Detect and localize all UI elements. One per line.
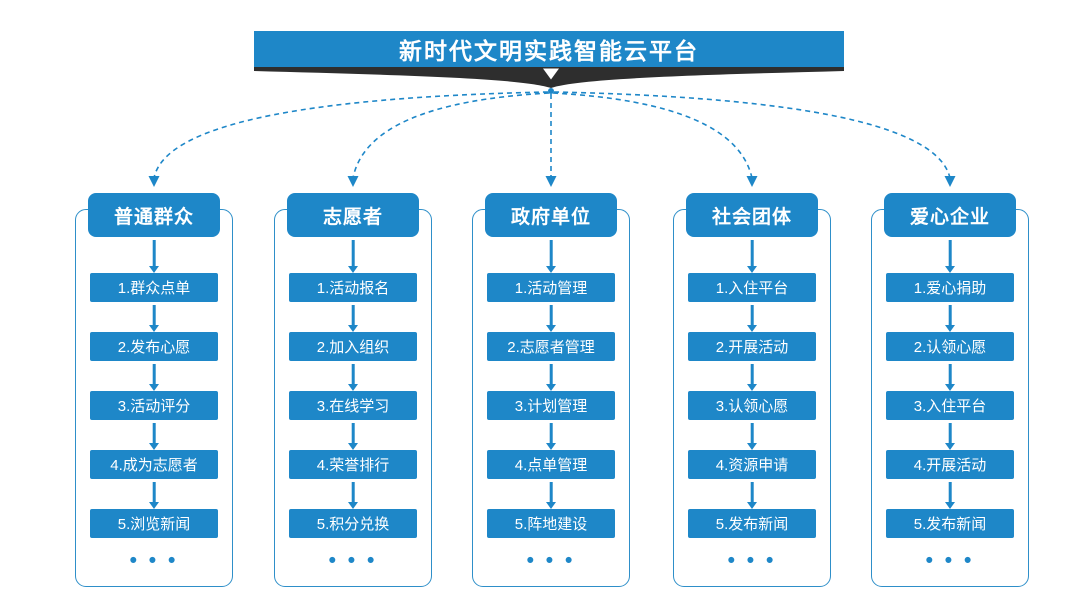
down-arrow-icon (545, 361, 557, 391)
down-arrow-icon (545, 237, 557, 273)
down-arrow-icon (746, 420, 758, 450)
flow-step: 2.志愿者管理 (487, 332, 615, 361)
down-arrow-icon (944, 479, 956, 509)
down-arrow-icon (148, 361, 160, 391)
down-arrow-icon (347, 237, 359, 273)
dashed-connector-2 (352, 92, 550, 179)
down-arrow-icon (347, 361, 359, 391)
column-volunteers: 志愿者 1.活动报名 2.加入组织 3.在线学习 4.荣誉排行 5.积分兑换 •… (274, 193, 432, 587)
dashed-connector-1 (153, 91, 549, 179)
down-arrow-icon (148, 420, 160, 450)
ellipsis-indicator: • • • (328, 549, 378, 572)
column-header: 爱心企业 (884, 193, 1016, 237)
connector-arrowhead-2 (347, 176, 359, 187)
down-arrow-icon (545, 479, 557, 509)
dashed-connector-4 (552, 92, 753, 179)
ellipsis-indicator: • • • (129, 549, 179, 572)
flow-step: 4.荣誉排行 (289, 450, 417, 479)
flow-step: 5.发布新闻 (688, 509, 816, 538)
down-arrow-icon (944, 237, 956, 273)
flow-step: 4.开展活动 (886, 450, 1014, 479)
flow-step: 2.加入组织 (289, 332, 417, 361)
down-arrow-icon (746, 237, 758, 273)
flow-step: 4.资源申请 (688, 450, 816, 479)
flow-step: 3.认领心愿 (688, 391, 816, 420)
connector-arrowhead-5 (944, 176, 956, 187)
flow-step: 4.成为志愿者 (90, 450, 218, 479)
flow-step: 5.积分兑换 (289, 509, 417, 538)
down-arrow-icon (944, 361, 956, 391)
down-arrow-icon (944, 420, 956, 450)
down-arrow-icon (347, 420, 359, 450)
down-arrow-icon (347, 302, 359, 332)
down-arrow-icon (148, 302, 160, 332)
down-arrow-icon (545, 302, 557, 332)
ellipsis-indicator: • • • (526, 549, 576, 572)
platform-title-banner: 新时代文明实践智能云平台 (254, 31, 844, 67)
column-header: 普通群众 (88, 193, 220, 237)
down-arrow-icon (347, 479, 359, 509)
flow-step: 1.活动管理 (487, 273, 615, 302)
flow-step: 3.计划管理 (487, 391, 615, 420)
dashed-connector-5 (553, 91, 951, 179)
connector-arrowhead-3 (545, 176, 557, 187)
ellipsis-indicator: • • • (727, 549, 777, 572)
flow-step: 3.入住平台 (886, 391, 1014, 420)
swoosh-ribbon (254, 66, 844, 88)
flow-step: 3.活动评分 (90, 391, 218, 420)
flow-step: 5.浏览新闻 (90, 509, 218, 538)
flow-step: 5.发布新闻 (886, 509, 1014, 538)
flow-step: 3.在线学习 (289, 391, 417, 420)
flow-step: 1.群众点单 (90, 273, 218, 302)
down-arrow-icon (746, 361, 758, 391)
column-caring-enterprises: 爱心企业 1.爱心捐助 2.认领心愿 3.入住平台 4.开展活动 5.发布新闻 … (871, 193, 1029, 587)
column-ordinary-masses: 普通群众 1.群众点单 2.发布心愿 3.活动评分 4.成为志愿者 5.浏览新闻… (75, 193, 233, 587)
column-header: 政府单位 (485, 193, 617, 237)
flow-step: 4.点单管理 (487, 450, 615, 479)
column-social-organizations: 社会团体 1.入住平台 2.开展活动 3.认领心愿 4.资源申请 5.发布新闻 … (673, 193, 831, 587)
flow-step: 1.入住平台 (688, 273, 816, 302)
flow-step: 2.发布心愿 (90, 332, 218, 361)
flow-step: 1.爱心捐助 (886, 273, 1014, 302)
connector-arrowhead-4 (746, 176, 758, 187)
down-arrow-icon (545, 420, 557, 450)
down-arrow-icon (148, 237, 160, 273)
down-arrow-icon (746, 302, 758, 332)
connector-arrowhead-1 (148, 176, 160, 187)
down-arrow-icon (944, 302, 956, 332)
flow-step: 2.认领心愿 (886, 332, 1014, 361)
flow-step: 2.开展活动 (688, 332, 816, 361)
connector-hub-dot (548, 88, 554, 94)
down-arrow-icon (148, 479, 160, 509)
flow-step: 1.活动报名 (289, 273, 417, 302)
down-arrow-icon (746, 479, 758, 509)
column-header: 社会团体 (686, 193, 818, 237)
ellipsis-indicator: • • • (925, 549, 975, 572)
flow-step: 5.阵地建设 (487, 509, 615, 538)
banner-down-arrow-icon (543, 68, 559, 80)
column-government-units: 政府单位 1.活动管理 2.志愿者管理 3.计划管理 4.点单管理 5.阵地建设… (472, 193, 630, 587)
column-header: 志愿者 (287, 193, 419, 237)
